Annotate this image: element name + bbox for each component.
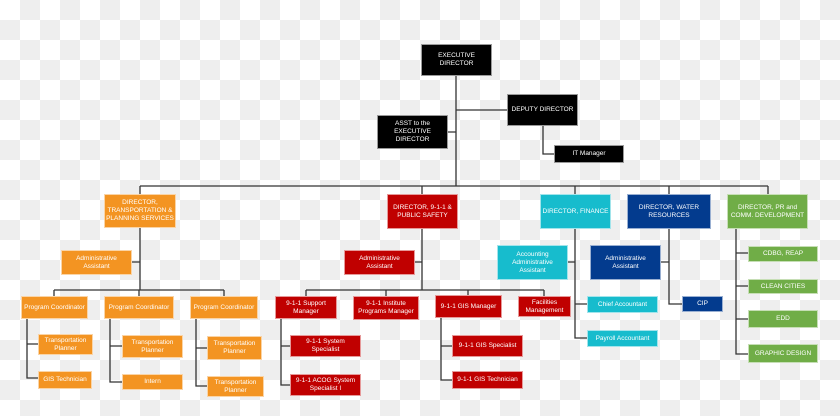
institute-manager-box: 9-1-1 Institute Programs Manager (353, 296, 419, 320)
facilities-management-box: Facilities Management (518, 296, 571, 317)
deputy-director-box: DEPUTY DIRECTOR (507, 94, 578, 126)
director-water-box: DIRECTOR, WATER RESOURCES (627, 194, 711, 229)
program-coordinator-box: Program Coordinator (104, 296, 174, 319)
system-specialist-box: 9-1-1 System Specialist (290, 335, 361, 357)
it-manager-box: IT Manager (554, 145, 624, 163)
safety-admin-assistant-box: Administrative Assistant (344, 250, 415, 275)
acog-system-specialist-box: 9-1-1 ACOG System Specialist I (290, 374, 361, 396)
executive-director-box: EXECUTIVE DIRECTOR (421, 44, 492, 76)
intern-box: Intern (122, 374, 183, 390)
gis-manager-box: 9-1-1 GIS Manager (435, 295, 502, 318)
cdbg-reap-box: CDBG, REAP (748, 246, 818, 262)
accounting-admin-box: Accounting Administrative Assistant (497, 245, 568, 280)
payroll-accountant-box: Payroll Accountant (587, 330, 658, 347)
clean-cities-box: CLEAN CITIES (748, 279, 818, 294)
gis-technician-box: GIS Technician (38, 371, 92, 389)
transportation-planner-box: Transportation Planner (207, 376, 264, 397)
graphic-design-box: GRAPHIC DESIGN (748, 344, 818, 363)
program-coordinator-box: Program Coordinator (190, 296, 258, 319)
gis-specialist-box: 9-1-1 GIS Specialist (452, 335, 523, 357)
asst-executive-director-box: ASST to the EXECUTIVE DIRECTOR (377, 115, 448, 149)
transportation-planner-box: Transportation Planner (207, 336, 262, 360)
director-911-box: DIRECTOR, 9-1-1 & PUBLIC SAFETY (387, 194, 458, 229)
transportation-planner-box: Transportation Planner (38, 334, 93, 355)
transportation-planner-box: Transportation Planner (122, 335, 183, 358)
edd-box: EDD (748, 310, 818, 328)
director-pr-box: DIRECTOR, PR and COMM. DEVELOPMENT (727, 194, 808, 229)
director-finance-box: DIRECTOR, FINANCE (540, 194, 611, 229)
cip-box: CIP (682, 296, 723, 312)
director-transportation-box: DIRECTOR, TRANSPORTATION & PLANNING SERV… (104, 194, 176, 228)
program-coordinator-box: Program Coordinator (21, 296, 88, 319)
chief-accountant-box: Chief Accountant (587, 296, 658, 313)
support-manager-box: 9-1-1 Support Manager (275, 296, 337, 319)
transport-admin-assistant-box: Administrative Assistant (61, 250, 132, 275)
water-admin-assistant-box: Administrative Assistant (590, 245, 661, 280)
gis-technician-911-box: 9-1-1 GIS Technician (452, 371, 523, 389)
